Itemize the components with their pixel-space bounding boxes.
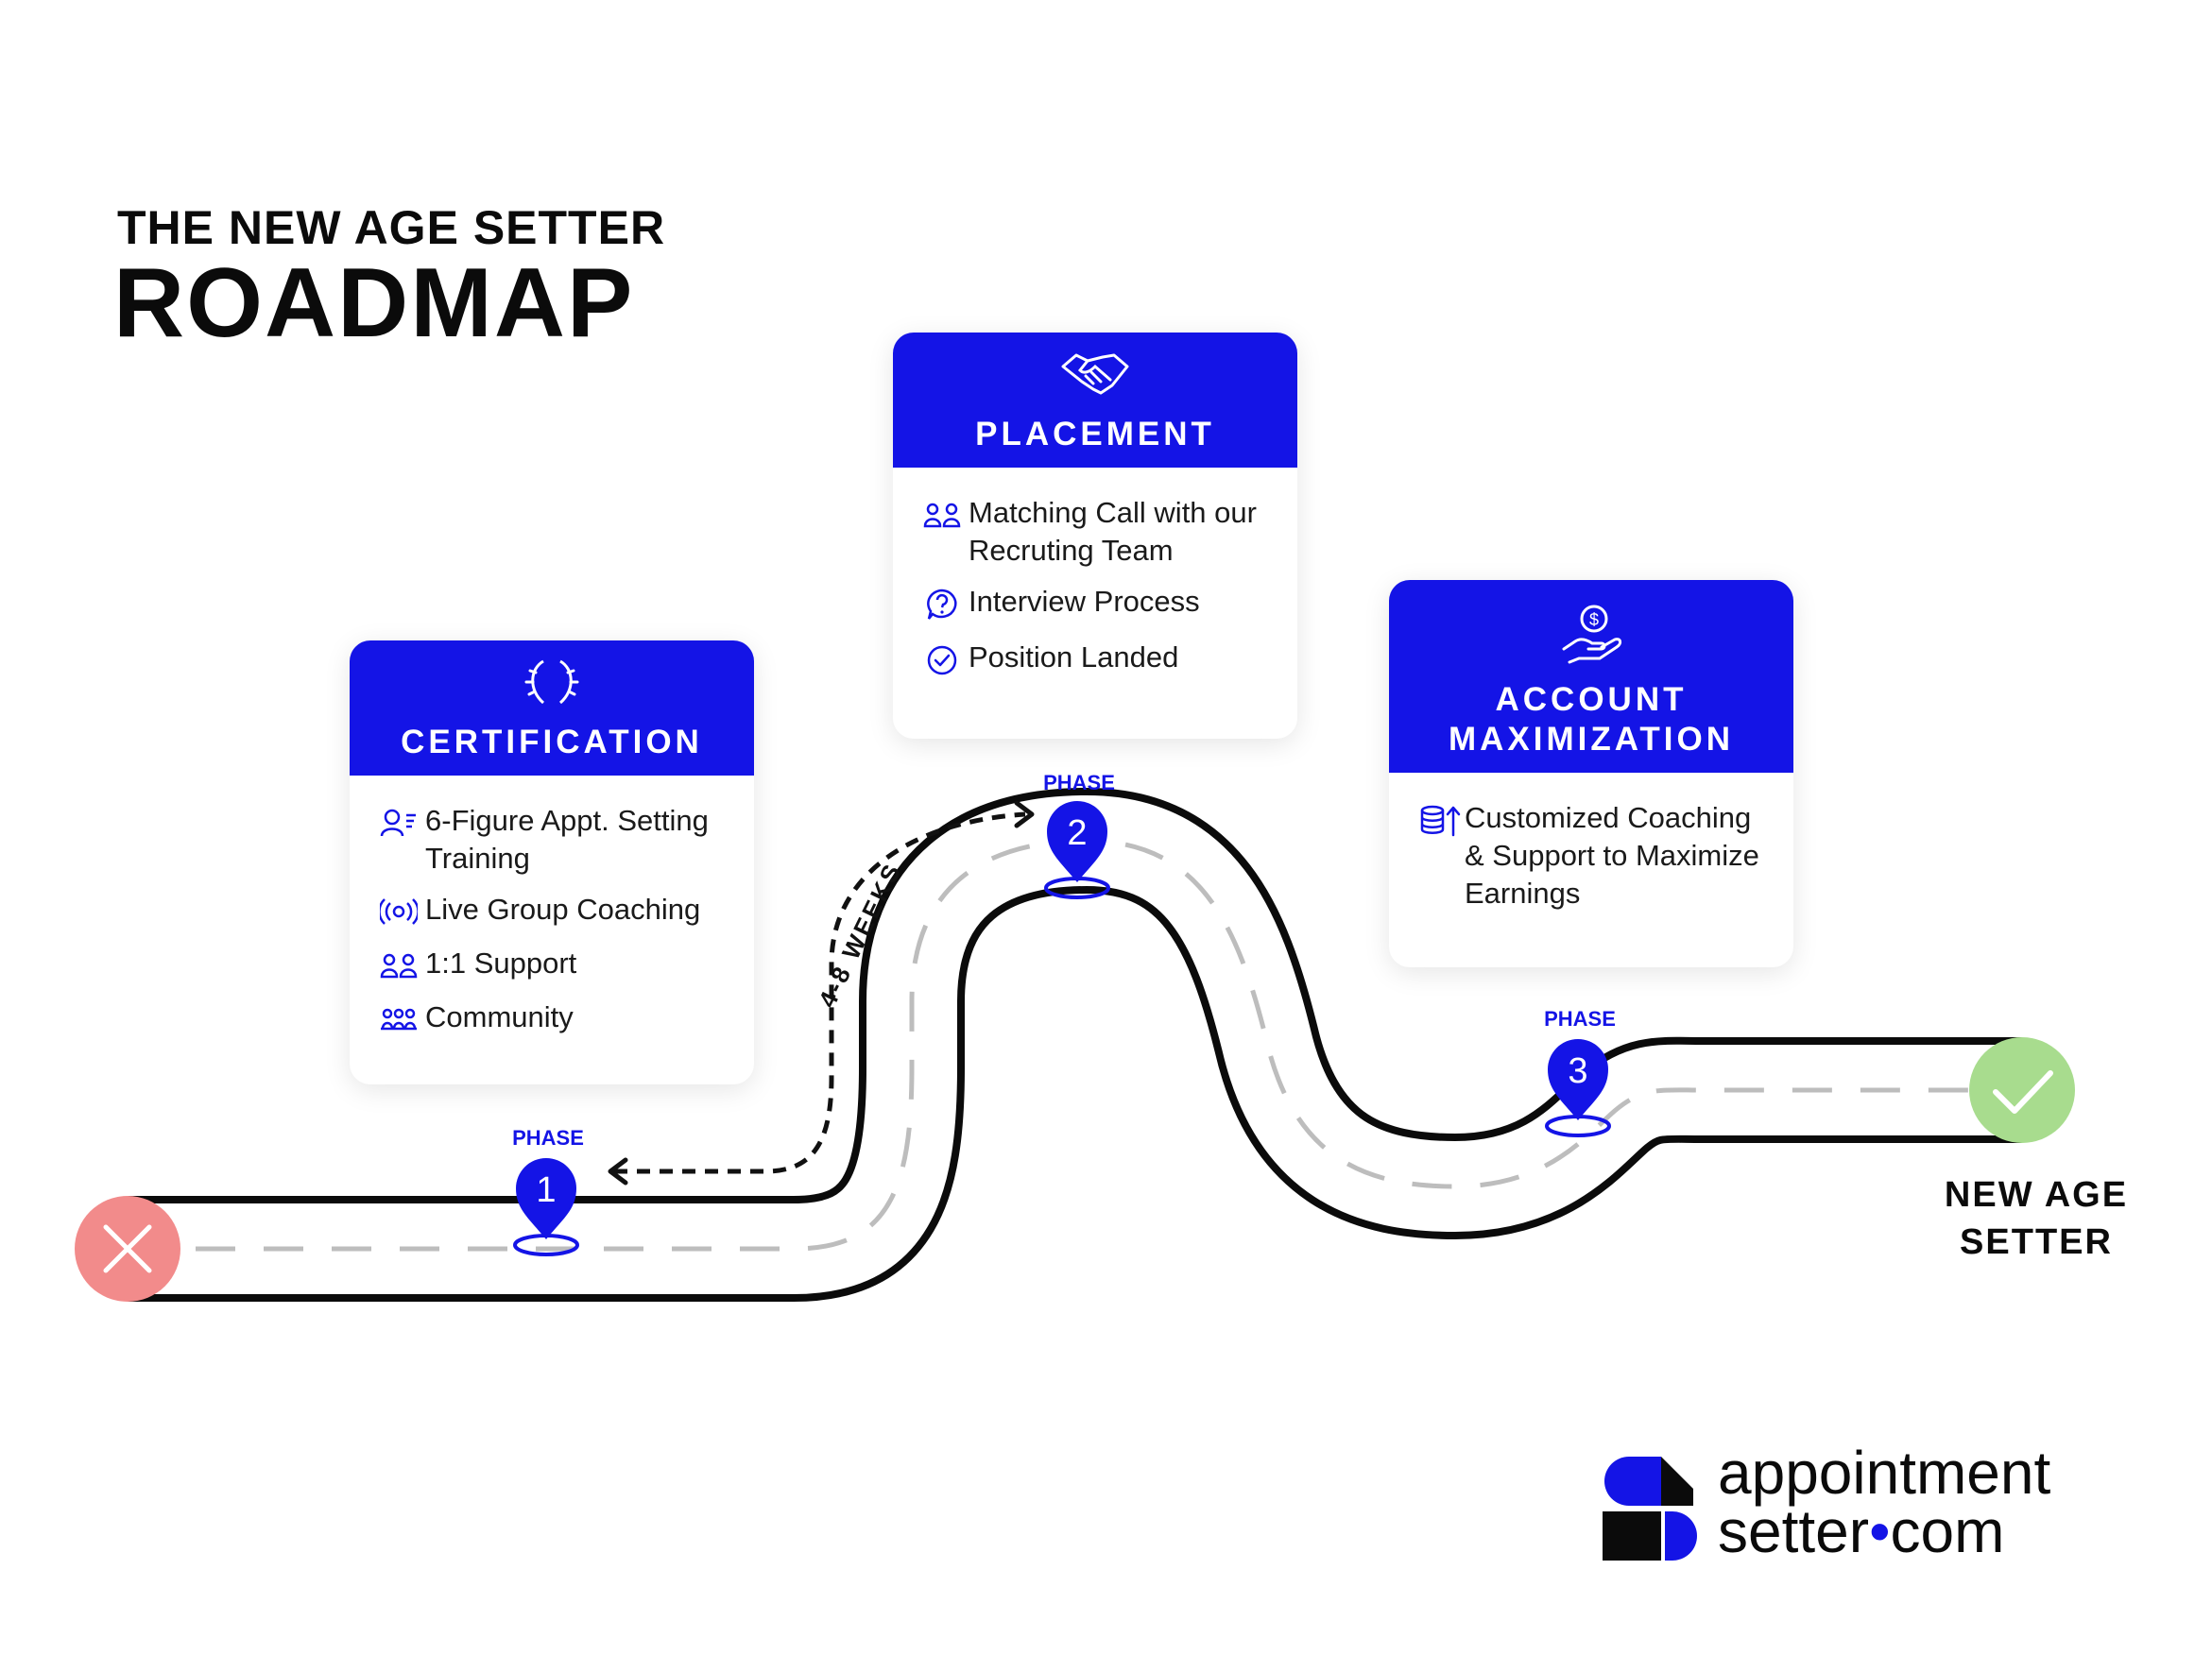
phase-2-pin: 2 <box>1044 801 1110 899</box>
svg-text:$: $ <box>1589 610 1599 629</box>
phase-2-card-header: PLACEMENT <box>893 333 1297 468</box>
list-item: 1:1 Support <box>380 945 726 985</box>
start-x-icon <box>75 1196 180 1302</box>
phase-1-card-title: CERTIFICATION <box>401 724 703 760</box>
phase-1-label: PHASE <box>512 1126 584 1150</box>
phase-3-card: $ ACCOUNT MAXIMIZATION Customized Coachi… <box>1389 580 1793 967</box>
brand-line-2b: com <box>1890 1497 2005 1565</box>
handshake-icon <box>1059 348 1131 405</box>
list-item-text: Live Group Coaching <box>425 893 701 926</box>
brand-logo-icon <box>1603 1457 1697 1561</box>
finish-label: NEW AGE SETTER <box>1909 1171 2164 1266</box>
phase-3-card-title: ACCOUNT MAXIMIZATION <box>1449 680 1734 759</box>
road <box>128 788 2022 1302</box>
phase-3-label: PHASE <box>1544 1007 1616 1031</box>
two-people-icon <box>380 945 425 985</box>
list-item-text: Matching Call with our Recruting Team <box>969 496 1257 567</box>
title-line-1: THE NEW AGE SETTER <box>117 201 666 254</box>
brand-line-2a: setter <box>1718 1497 1870 1565</box>
money-hand-icon: $ <box>1560 604 1622 671</box>
duration-arrow <box>608 800 1035 1186</box>
finish-label-line-2: SETTER <box>1960 1222 2113 1262</box>
phase-3-card-title-line-1: ACCOUNT <box>1495 681 1688 718</box>
list-item-text: 1:1 Support <box>425 947 577 980</box>
list-item: Interview Process <box>923 583 1269 625</box>
phase-2-number: 2 <box>1067 813 1087 853</box>
broadcast-icon <box>378 891 425 931</box>
brand-line-1: appointment <box>1718 1439 2051 1507</box>
phase-3-card-title-line-2: MAXIMIZATION <box>1448 721 1735 758</box>
laurel-wreath-icon <box>523 656 581 713</box>
list-item: Customized Coaching & Support to Maximiz… <box>1419 799 1765 913</box>
phase-3-card-header: $ ACCOUNT MAXIMIZATION <box>1389 580 1793 773</box>
finish-check-icon <box>1969 1037 2075 1143</box>
phase-2-card-title: PLACEMENT <box>975 416 1215 452</box>
finish-label-line-1: NEW AGE <box>1944 1175 2129 1215</box>
list-item-text: 6-Figure Appt. Setting Training <box>425 804 709 875</box>
phase-3-number: 3 <box>1568 1051 1587 1091</box>
list-item: Matching Call with our Recruting Team <box>923 494 1269 570</box>
phase-3-pin: 3 <box>1545 1039 1611 1137</box>
phase-1-number: 1 <box>536 1170 556 1210</box>
group-icon <box>380 998 425 1039</box>
phase-2-label: PHASE <box>1043 771 1115 794</box>
phase-1-pin: 1 <box>513 1158 579 1256</box>
two-people-icon <box>923 494 969 535</box>
list-item-text: Interview Process <box>969 585 1200 618</box>
phase-2-card: PLACEMENT Matching Call with our Recruti… <box>893 333 1297 739</box>
phase-1-card-header: CERTIFICATION <box>350 640 754 776</box>
person-list-icon <box>380 802 425 843</box>
list-item: Live Group Coaching <box>378 891 726 931</box>
phase-1-items: 6-Figure Appt. Setting Training Live Gro… <box>350 776 754 1039</box>
brand-wordmark: appointment setter•com <box>1718 1439 2051 1561</box>
list-item: Community <box>380 998 726 1039</box>
phase-1-card: CERTIFICATION 6-Figure Appt. Setting Tra… <box>350 640 754 1084</box>
list-item: 6-Figure Appt. Setting Training <box>380 802 726 878</box>
phase-2-items: Matching Call with our Recruting Team In… <box>893 468 1297 681</box>
list-item: Position Landed <box>923 639 1269 681</box>
title-line-2: ROADMAP <box>113 248 635 358</box>
coins-up-icon <box>1419 799 1465 842</box>
check-circle-icon <box>923 639 969 681</box>
list-item-text: Customized Coaching & Support to Maximiz… <box>1465 801 1759 910</box>
brand-line-2: setter•com <box>1718 1501 2050 1561</box>
question-bubble-icon <box>923 583 969 625</box>
phase-3-items: Customized Coaching & Support to Maximiz… <box>1389 773 1793 913</box>
list-item-text: Community <box>425 1000 574 1033</box>
list-item-text: Position Landed <box>969 640 1179 674</box>
lane-divider <box>128 838 2022 1252</box>
brand-dot: • <box>1869 1497 1891 1565</box>
